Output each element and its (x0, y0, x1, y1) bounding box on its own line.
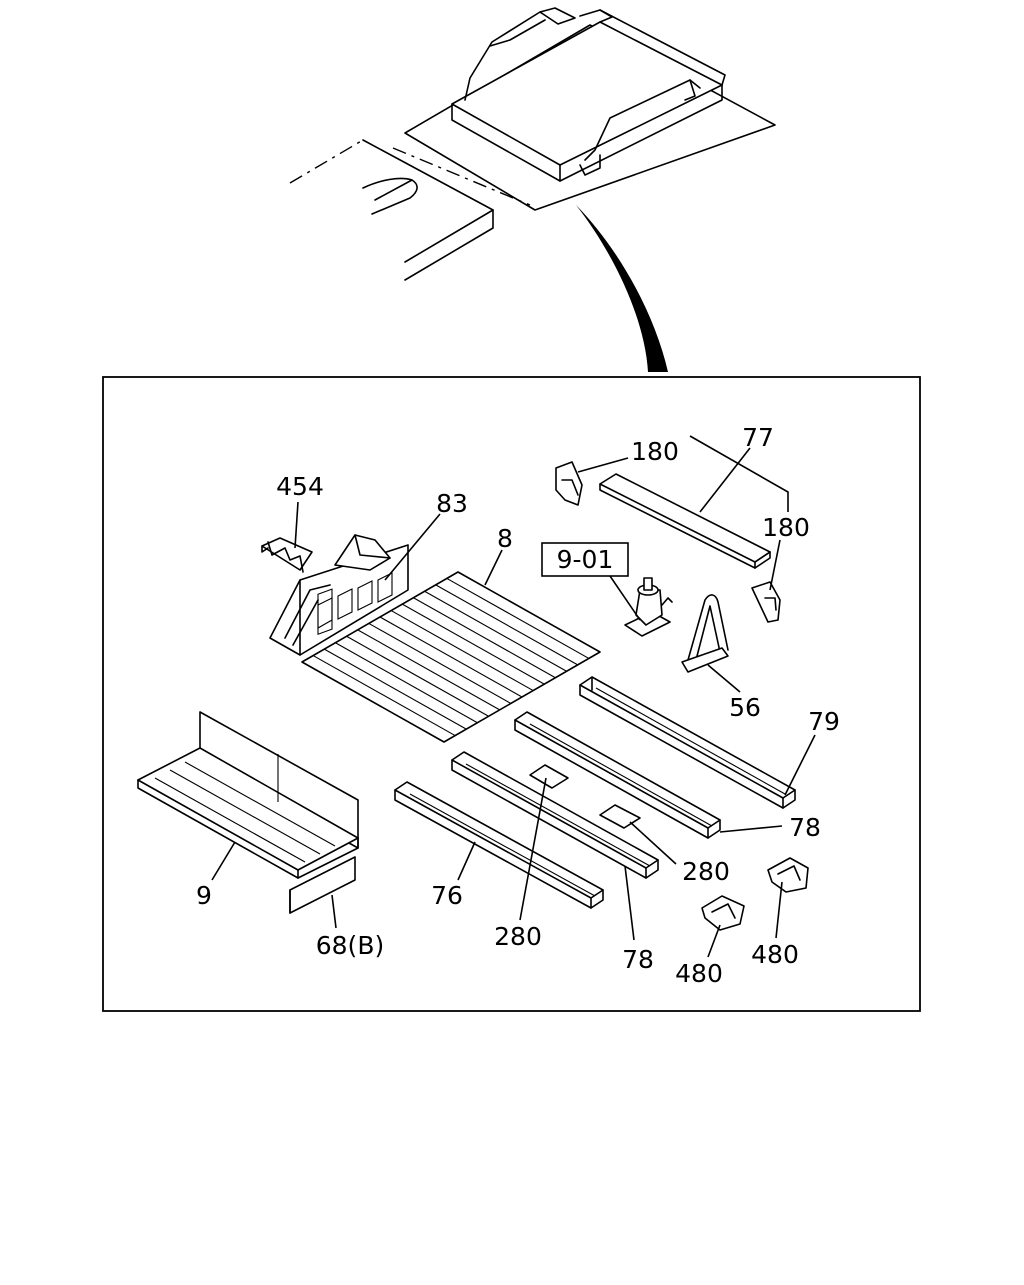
part-68b-trim-strip (289, 856, 356, 914)
hand-sketch (362, 177, 418, 215)
floor-rib (402, 603, 545, 685)
part-280-plate-b (599, 804, 641, 829)
part-78-rail-a (514, 711, 721, 839)
floor-rib (368, 622, 512, 704)
floor-rib (312, 655, 456, 737)
floor-rib (357, 629, 500, 711)
callout-79: 79 (808, 707, 840, 736)
floor-rib (435, 584, 578, 666)
detail-callout-arrow (576, 205, 668, 372)
reference-box (541, 542, 629, 577)
part-480-clip-a (701, 895, 745, 931)
part-56-jack-bracket (681, 594, 729, 673)
part-280-plate-a (529, 764, 569, 789)
callout-68b: 68(B) (316, 931, 384, 960)
callout-280-a: 280 (682, 857, 730, 886)
callout-454: 454 (276, 472, 324, 501)
detail-frame (102, 376, 921, 1012)
callout-180-b: 180 (762, 513, 810, 542)
part-454-bracket (261, 537, 313, 573)
callout-480-a: 480 (675, 959, 723, 988)
callout-83: 83 (436, 489, 468, 518)
floor-rib (413, 597, 556, 679)
part-76-rail (394, 781, 604, 909)
callout-56: 56 (729, 693, 761, 722)
part-480-clip-b (767, 857, 809, 893)
callout-8: 8 (497, 524, 513, 553)
floor-rib (324, 648, 467, 730)
floor-rib (346, 635, 489, 717)
part-180-clip-b (751, 581, 781, 623)
floor-rib (379, 616, 523, 698)
leader-lines (211, 435, 816, 958)
floor-rib (335, 642, 478, 724)
callout-78-b: 78 (622, 945, 654, 974)
callout-78-a: 78 (789, 813, 821, 842)
vehicle-locator-view (289, 7, 776, 372)
callout-77: 77 (742, 423, 774, 452)
callout-180-a: 180 (631, 437, 679, 466)
part-180-clip-a (555, 461, 583, 506)
leader-9-01 (609, 575, 641, 621)
part-78-rail-b (451, 751, 659, 879)
floor-rib (446, 577, 590, 659)
part-9-01-jack (624, 577, 673, 637)
callout-76: 76 (431, 881, 463, 910)
part-8-floor-panel (301, 571, 601, 743)
callout-280-b: 280 (494, 922, 542, 951)
part-83-front-riser (269, 534, 409, 656)
part-9-rear-panel (137, 711, 359, 879)
floor-rib (390, 610, 534, 692)
reference-box-label: 9-01 (557, 545, 614, 574)
floor-rib (424, 590, 567, 672)
callout-480-b: 480 (751, 940, 799, 969)
part-77-crossmember (599, 473, 771, 569)
part-79-side-rail (579, 676, 796, 809)
callout-9: 9 (196, 881, 212, 910)
